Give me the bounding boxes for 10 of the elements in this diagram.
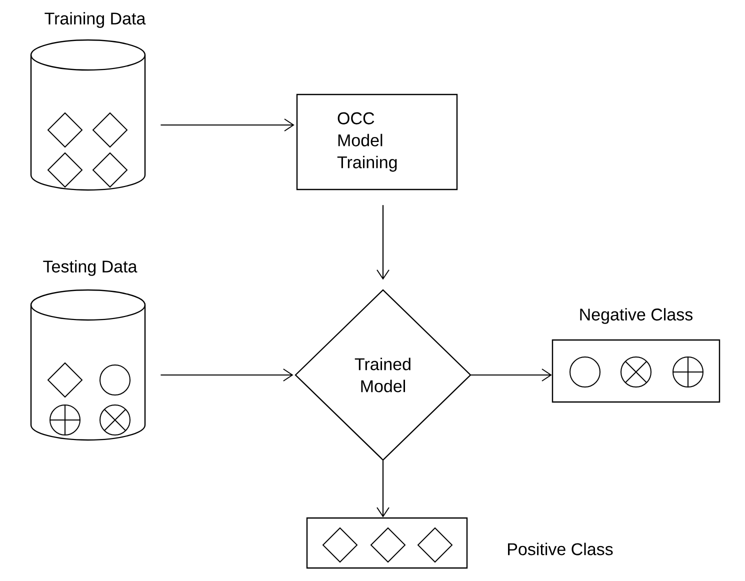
class-label: Positive Class <box>508 542 613 556</box>
arrow <box>160 368 294 382</box>
arrow <box>470 368 552 382</box>
process-box: OCC Model Training <box>296 94 458 190</box>
heading: Negative Class <box>580 308 693 324</box>
heading: Testing Data <box>43 260 138 276</box>
arrow <box>160 118 294 132</box>
arrow <box>376 205 390 280</box>
arrow <box>376 460 390 518</box>
heading: Training Data <box>44 12 146 28</box>
